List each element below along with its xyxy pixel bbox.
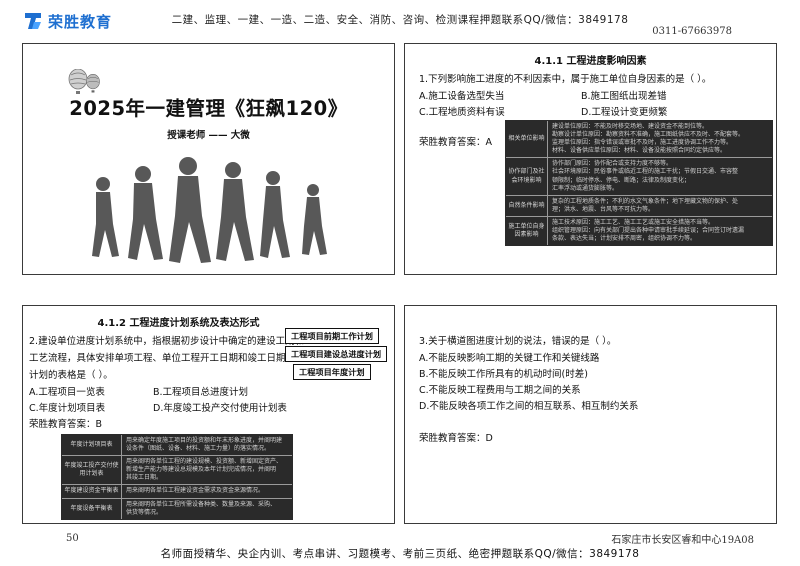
answer-text: 荣胜教育答案：B — [29, 419, 103, 430]
table-cell: 年度设备平衡表 — [62, 498, 122, 519]
tag-master-schedule: 工程项目建设总进度计划 — [285, 346, 388, 362]
page-number: 50 — [66, 533, 79, 544]
factors-table: 相关单位影响 建设单位原因：不能及时移交场地、建设资金不能到位等。勘察设计单位原… — [505, 120, 773, 247]
option-b: B.施工图纸出现差错 — [581, 91, 667, 102]
table-cell: 自然条件影响 — [506, 195, 548, 216]
table-cell: 协作部门及社会环境影响 — [506, 158, 548, 195]
table-cell: 建设单位原因：不能及时移交场地、建设资金不能到位等。勘察设计单位原因：勘察资料不… — [552, 123, 745, 155]
option-d: D.工程设计变更频繁 — [581, 107, 668, 118]
table-cell: 施工技术原因：施工工艺、施工工艺或施工安全措施不当等。组织管理原因：向有关部门提… — [552, 218, 745, 243]
option-d: D.不能反映各项工作之间的相互联系、相互制约关系 — [419, 401, 639, 412]
table-row: 年度建设资金平衡表 用来阐明各单位工程建设资金需求及资金来源情况。 — [62, 485, 292, 499]
table-row: 协作部门及社会环境影响 协作部门原因：协作配合或支持力度不够等。社会环境原因：民… — [506, 158, 772, 196]
answer-text: 荣胜教育答案：A — [419, 137, 492, 148]
question-text-line-1: 2.建设单位进度计划系统中，指根据初步设计中确定的建设工期和 — [29, 336, 305, 347]
slide-question-2: 4.1.2 工程进度计划系统及表达形式 2.建设单位进度计划系统中，指根据初步设… — [22, 305, 395, 524]
table-cell: 复杂的工程地质条件；不利的水文气象条件；地下埋藏文物的保护、处理；洪水、地震、台… — [552, 197, 739, 213]
table-row: 自然条件影响 复杂的工程地质条件；不利的水文气象条件；地下埋藏文物的保护、处理；… — [506, 195, 772, 217]
header-contact-line: 二建、监理、一建、一造、二造、安全、消防、咨询、检测课程押题联系QQ/微信：38… — [171, 14, 629, 26]
table-cell: 协作部门原因：协作配合或支持力度不够等。社会环境原因：民俗事件或临近工程的施工干… — [552, 160, 739, 192]
option-d: D.年度竣工投产交付使用计划表 — [153, 403, 287, 414]
option-b: B.不能反映工作所具有的机动时间(时差) — [419, 369, 588, 380]
question-text: 3.关于横道图进度计划的说法，错误的是（ ）。 — [419, 336, 617, 347]
balloon-icon — [86, 74, 100, 93]
table-cell: 用来阐明各单位工程建设资金需求及资金来源情况。 — [126, 487, 265, 495]
brand-logo-icon — [25, 13, 41, 29]
annual-plan-table: 年度计划项目表 用来确定年度施工项目的投资额和年末形象进度，并阐明建设条件（图纸… — [61, 434, 293, 520]
table-row: 相关单位影响 建设单位原因：不能及时移交场地、建设资金不能到位等。勘察设计单位原… — [506, 121, 772, 159]
option-c: C.工程地质资料有误 — [419, 107, 505, 118]
slide-question-1: 4.1.1 工程进度影响因素 1.下列影响施工进度的不利因素中，属于施工单位自身… — [404, 43, 777, 275]
tag-annual-plan: 工程项目年度计划 — [293, 364, 371, 380]
table-cell: 用来确定年度施工项目的投资额和年末形象进度，并阐明建设条件（图纸、设备、材料、施… — [126, 437, 283, 453]
option-a: A.不能反映影响工期的关键工作和关键线路 — [419, 353, 600, 364]
option-a: A.施工设备选型失当 — [419, 91, 505, 102]
table-cell: 年度建设资金平衡表 — [62, 485, 122, 498]
table-row: 施工单位自身因素影响 施工技术原因：施工工艺、施工工艺或施工安全措施不当等。组织… — [506, 216, 772, 246]
slide-question-3: 3.关于横道图进度计划的说法，错误的是（ ）。 A.不能反映影响工期的关键工作和… — [404, 305, 777, 524]
footer-contact-line: 名师面授精华、央企内训、考点串讲、习题模考、考前三页纸、绝密押题联系QQ/微信：… — [160, 548, 640, 560]
option-c: C.不能反映工程费用与工期之间的关系 — [419, 385, 581, 396]
brand-logo: 荣胜教育 — [22, 8, 114, 34]
header-phone: 0311-67663978 — [652, 26, 732, 37]
table-row: 年度竣工投产交付使用计划表 用来阐明各单位工程的建设规模、投资额、新增固定资产、… — [62, 456, 292, 486]
brand-name: 荣胜教育 — [48, 12, 113, 31]
option-c: C.年度计划项目表 — [29, 403, 106, 414]
tag-preliminary-plan: 工程项目前期工作计划 — [285, 328, 379, 344]
slide-heading: 4.1.1 工程进度影响因素 — [534, 56, 647, 67]
footer-address: 石家庄市长安区睿和中心19A08 — [611, 535, 754, 546]
option-b: B.工程项目总进度计划 — [153, 387, 249, 398]
cover-title: 2025年一建管理《狂飙120》 — [69, 97, 348, 120]
table-cell: 年度竣工投产交付使用计划表 — [62, 456, 122, 485]
table-row: 年度设备平衡表 用来阐明各单位工程所需设备种类、数量及来源、采购、供货等情况。 — [62, 498, 292, 519]
table-cell: 用来阐明各单位工程的建设规模、投资额、新增固定资产、新增生产能力等建设总规模及本… — [126, 458, 283, 482]
cover-subtitle: 授课老师 —— 大微 — [167, 130, 250, 141]
option-a: A.工程项目一览表 — [29, 387, 105, 398]
answer-text: 荣胜教育答案：D — [419, 433, 493, 444]
runners-silhouette — [92, 157, 327, 263]
table-cell: 年度计划项目表 — [62, 435, 122, 456]
slide-heading: 4.1.2 工程进度计划系统及表达形式 — [97, 318, 260, 329]
table-cell: 施工单位自身因素影响 — [506, 216, 548, 246]
table-row: 年度计划项目表 用来确定年度施工项目的投资额和年末形象进度，并阐明建设条件（图纸… — [62, 435, 292, 457]
slide-cover: 2025年一建管理《狂飙120》 授课老师 —— 大微 — [22, 43, 395, 275]
question-text-line-3: 计划的表格是（ ）。 — [29, 370, 113, 381]
question-text-line-2: 工艺流程，具体安排单项工程、单位工程开工日期和竣工日期的 — [29, 353, 296, 364]
table-cell: 用来阐明各单位工程所需设备种类、数量及来源、采购、供货等情况。 — [126, 500, 277, 516]
question-text: 1.下列影响施工进度的不利因素中，属于施工单位自身因素的是（ ）。 — [419, 74, 712, 85]
table-cell: 相关单位影响 — [506, 121, 548, 158]
